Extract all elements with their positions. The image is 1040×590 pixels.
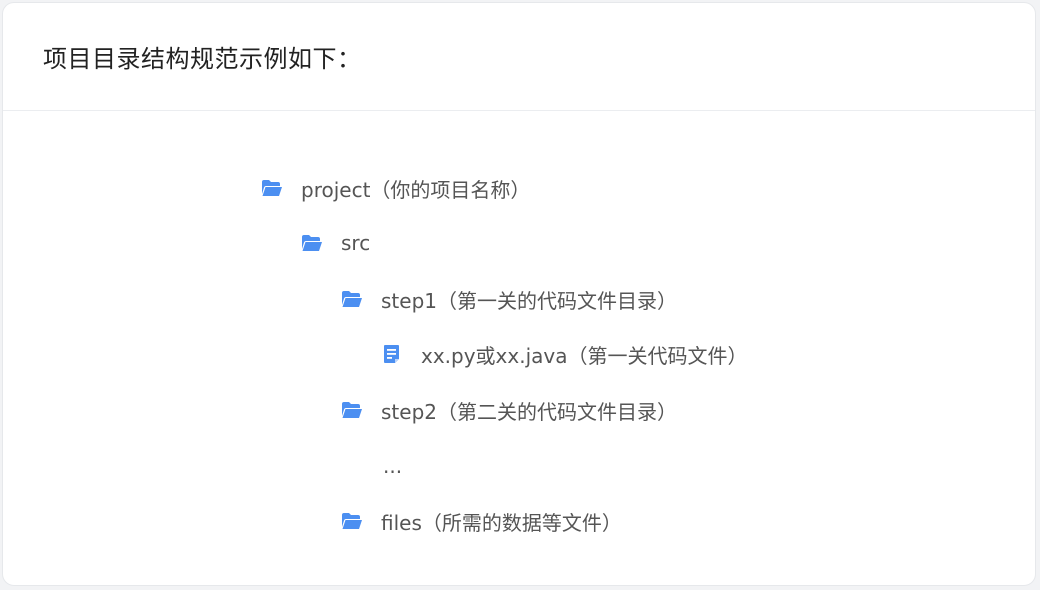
tree-item-src[interactable]: src [301,228,370,258]
tree-item-label: ... [383,454,403,478]
tree-item-label: src [341,231,371,255]
tree-item-step1[interactable]: step1（第一关的代码文件目录） [341,284,677,314]
tree-item-label: step1（第一关的代码文件目录） [381,288,677,313]
tree-item-label: project（你的项目名称） [301,177,531,202]
page-title: 项目目录结构规范示例如下： [43,45,362,73]
tree-item-step2[interactable]: step2（第二关的代码文件目录） [341,395,677,425]
folder-open-icon [261,177,283,199]
file-icon [381,343,403,365]
folder-open-icon [341,510,363,532]
folder-open-icon [341,399,363,421]
tree-item-project[interactable]: project（你的项目名称） [261,173,530,203]
tree-item-label: step2（第二关的代码文件目录） [381,399,677,424]
tree-item-ellipsis: ... [383,451,402,481]
card-header: 项目目录结构规范示例如下： [3,3,1035,111]
tree-item-files[interactable]: files（所需的数据等文件） [341,506,622,536]
tree-item-code-file[interactable]: xx.py或xx.java（第一关代码文件） [381,339,748,369]
tree-item-label: files（所需的数据等文件） [381,510,622,535]
folder-open-icon [341,288,363,310]
folder-open-icon [301,232,323,254]
tree-item-label: xx.py或xx.java（第一关代码文件） [421,343,748,368]
